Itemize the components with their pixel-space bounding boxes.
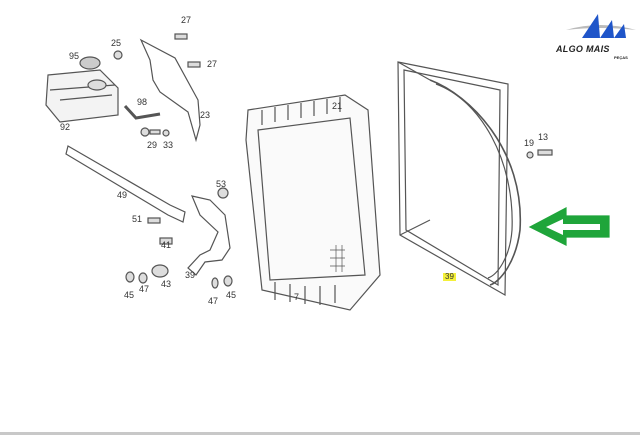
strap xyxy=(65,145,186,223)
bottom-divider xyxy=(0,432,640,435)
mount-bracket xyxy=(187,195,231,276)
expansion-tank xyxy=(45,56,119,123)
radiator xyxy=(245,94,381,311)
part-label: 41 xyxy=(161,240,172,250)
fan-shroud xyxy=(397,61,522,297)
logo-sub: PEÇAS xyxy=(614,55,628,60)
part-label: 33 xyxy=(163,140,174,150)
part-label: 49 xyxy=(117,190,128,200)
hose xyxy=(123,104,161,120)
part-label: 98 xyxy=(137,97,148,107)
part-label: 7 xyxy=(294,292,300,302)
logo-icon xyxy=(566,14,636,38)
part-label: 19 xyxy=(524,138,535,148)
part-label: 51 xyxy=(132,214,143,224)
bolts xyxy=(113,33,553,289)
part-label: 23 xyxy=(200,110,211,120)
part-label: 45 xyxy=(226,290,237,300)
logo-name: ALGO MAIS xyxy=(556,44,610,54)
highlighted-part-label: 39 xyxy=(443,272,456,281)
part-label: 29 xyxy=(147,140,158,150)
bracket xyxy=(139,38,201,143)
part-label: 47 xyxy=(208,296,219,306)
part-label: 21 xyxy=(332,101,343,111)
part-label: 45 xyxy=(124,290,135,300)
part-label: 53 xyxy=(216,179,227,189)
part-label: 27 xyxy=(181,15,192,25)
part-label: 39 xyxy=(185,270,196,280)
part-label: 27 xyxy=(207,59,218,69)
part-label: 25 xyxy=(111,38,122,48)
part-label: 13 xyxy=(538,132,549,142)
part-label: 92 xyxy=(60,122,71,132)
part-label: 95 xyxy=(69,51,80,61)
part-label: 47 xyxy=(139,284,150,294)
part-label: 43 xyxy=(161,279,172,289)
